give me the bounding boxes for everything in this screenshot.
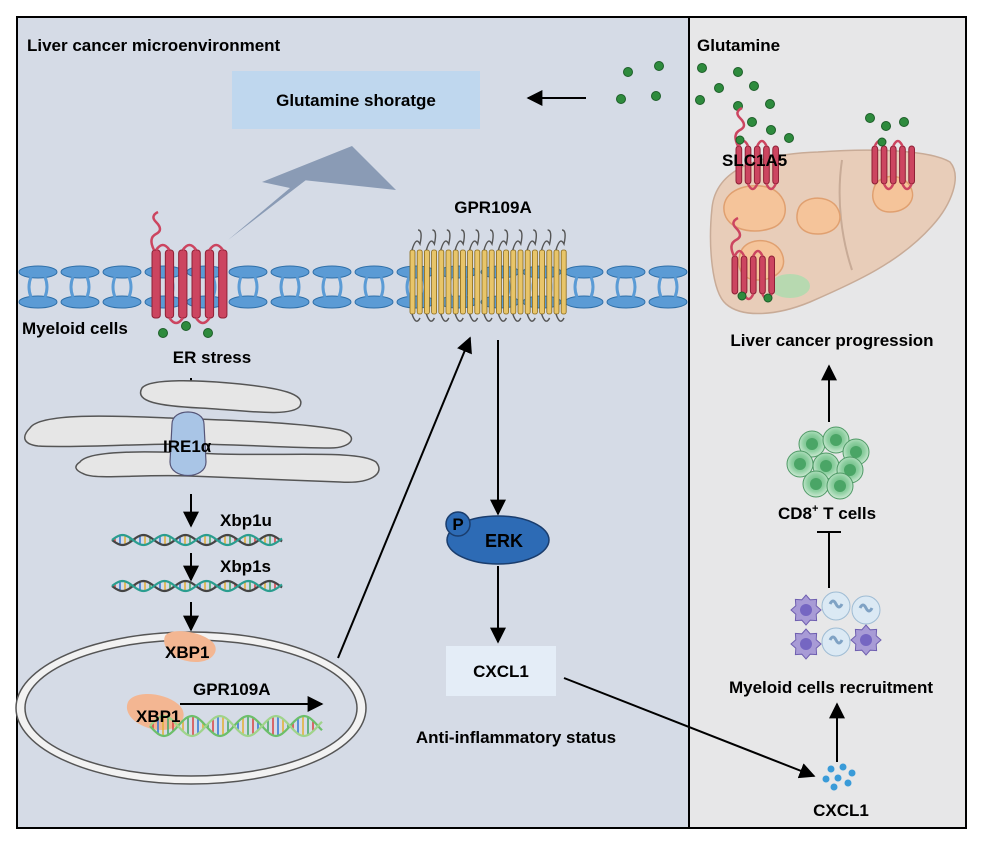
red-receptor-left [150, 210, 228, 325]
ire1a-label: IRE1α [163, 437, 212, 456]
xbp1-nuclear-label: XBP1 [136, 707, 180, 726]
phospho-badge [445, 511, 471, 537]
cd8-suffix: T cells [818, 504, 876, 523]
cxcl1-box-label: CXCL1 [473, 662, 529, 681]
erk-protein [446, 515, 550, 565]
slc1a5-receptors [730, 106, 916, 303]
cd8-superscript: + [812, 503, 818, 515]
gpr109a-receptor-label: GPR109A [454, 198, 531, 217]
xbp1-protein-label: XBP1 [165, 643, 209, 662]
glutamine-dots-myeloid [158, 321, 213, 338]
myeloid-recruitment-label: Myeloid cells recruitment [729, 678, 933, 697]
er-stress-label: ER stress [173, 348, 251, 367]
left-panel-title: Liver cancer microenvironment [27, 36, 281, 55]
right-panel [688, 16, 967, 829]
arrow-cxcl1-to-secreted [563, 677, 816, 779]
xbp1s-label: Xbp1s [220, 557, 271, 576]
cd8-t-cell-cluster [786, 426, 870, 500]
phospho-label: P [452, 515, 463, 534]
ire1a-protein [169, 411, 207, 476]
myeloid-cell-cluster [790, 591, 882, 660]
slc1a5-label: SLC1A5 [722, 151, 787, 170]
liver-cancer-progression-label: Liver cancer progression [730, 331, 933, 350]
xbp1u-label: Xbp1u [220, 511, 272, 530]
glutamine-dots-top [616, 61, 664, 104]
liver-lobe-line [838, 159, 853, 271]
glutamine-shortage-label: Glutamine shoratge [276, 91, 436, 110]
myeloid-cells-label: Myeloid cells [22, 319, 128, 338]
cxcl1-bottom-label: CXCL1 [813, 801, 869, 820]
cxcl1-chemokine-icon [822, 763, 856, 791]
glutamine-dots-right [695, 63, 909, 143]
erk-label: ERK [485, 531, 523, 551]
gpr109a-receptor [409, 229, 567, 322]
arrow-nucleus-to-gpr109a [337, 336, 472, 659]
glutamine-shortage-box [232, 71, 480, 129]
gpr109a-gene-dna [149, 714, 323, 738]
xbp1-protein-blob [164, 631, 216, 662]
xbp1-nuclear-blob [126, 693, 184, 730]
cxcl1-box [446, 646, 556, 696]
xbp1s-mrna [111, 579, 283, 593]
gallbladder [770, 274, 810, 298]
cd8-main: CD8 [778, 504, 812, 523]
lightning-bolt-icon [228, 146, 396, 240]
xbp1u-mrna [111, 533, 283, 547]
gpr109a-gene-label: GPR109A [193, 680, 270, 699]
anti-inflammatory-label: Anti-inflammatory status [416, 728, 616, 747]
cd8-t-cells-label: CD8+ T cells [778, 503, 876, 523]
right-panel-title: Glutamine [697, 36, 780, 55]
